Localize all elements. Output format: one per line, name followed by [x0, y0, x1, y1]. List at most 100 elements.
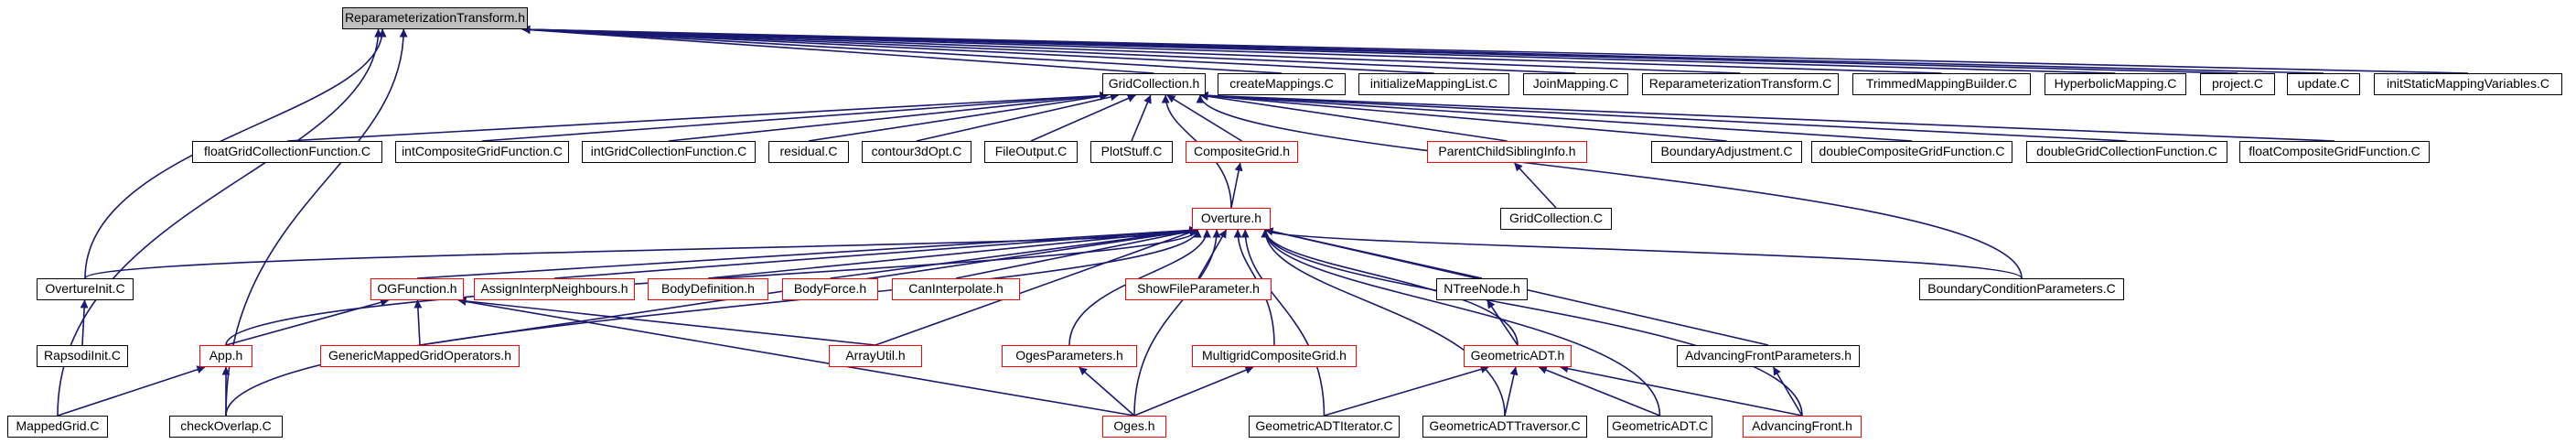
edge-caninterpolate-to-overture-h [955, 227, 1198, 279]
edge-createmappings-to-root [521, 26, 1283, 74]
dependency-edges [57, 25, 2469, 417]
edge-arrayutil-to-ogfunction [457, 297, 876, 346]
node-floatgridcollectionfunction[interactable]: floatGridCollectionFunction.C [192, 141, 382, 163]
node-gridcollection-c[interactable]: GridCollection.C [1500, 208, 1612, 230]
node-intgridcollectionfunction[interactable]: intGridCollectionFunction.C [582, 141, 756, 163]
edge-overture-h-to-compositegrid-h [1230, 162, 1243, 209]
edge-geometricadt-c-to-geometricadt-h [1538, 366, 1660, 417]
edge-arrayutil-to-overture-h [875, 228, 1198, 346]
node-geometricadtiterator[interactable]: GeometricADTIterator.C [1249, 416, 1400, 438]
edge-ogfunction-to-overture-h [416, 226, 1198, 279]
node-ogesparameters[interactable]: OgesParameters.h [1002, 345, 1137, 367]
node-arrayutil[interactable]: ArrayUtil.h [829, 345, 922, 367]
node-rapsodiinit[interactable]: RapsodiInit.C [37, 345, 128, 367]
node-advancingfrontparameters[interactable]: AdvancingFrontParameters.h [1677, 345, 1860, 367]
edge-geometricadt-h-to-ntreenode [1487, 299, 1519, 346]
node-bodyforce[interactable]: BodyForce.h [782, 278, 878, 300]
node-contour3dopt[interactable]: contour3dOpt.C [862, 141, 971, 163]
edge-gridcollection-h-to-root [521, 26, 1154, 74]
edge-bodydefinition-to-overture-h [707, 226, 1198, 279]
edge-geometricadttraversor-to-geometricadt-h [1504, 366, 1519, 417]
edge-overtureinit-to-root [84, 28, 387, 279]
node-floatcompositegridfunction[interactable]: floatCompositeGridFunction.C [2239, 141, 2430, 163]
edge-reparamtransform-c-to-root [521, 25, 1741, 74]
node-oges-h[interactable]: Oges.h [1102, 416, 1166, 438]
node-hyperbolicmapping[interactable]: HyperbolicMapping.C [2045, 73, 2186, 95]
edge-plotstuff-to-gridcollection-h [1131, 94, 1152, 142]
edge-checkoverlap-to-root [225, 28, 408, 417]
node-overture-h[interactable]: Overture.h [1192, 208, 1271, 230]
edge-floatcompositegridfunction-to-gridcollection-h [1199, 91, 2335, 142]
edge-mappedgrid-c-to-root [57, 28, 383, 417]
node-assigninterpneighbours[interactable]: AssignInterpNeighbours.h [474, 278, 635, 300]
node-project[interactable]: project.C [2200, 73, 2275, 95]
edge-app-h-to-ogfunction [225, 298, 390, 346]
edge-intcompositegridfunction-to-gridcollection-h [481, 92, 1109, 142]
edge-advancingfront-h-to-geometricadt-h [1560, 364, 1803, 417]
edge-boundaryconditionparameters-to-overture-h [1261, 229, 2023, 279]
edge-geometricadt-c-to-overture-h [1261, 229, 1661, 417]
edge-oges-h-to-ogesparameters [1079, 366, 1135, 417]
edge-rapsodiinit-to-overtureinit [80, 299, 89, 346]
node-initstaticmappingvariables[interactable]: initStaticMappingVariables.C [2374, 73, 2562, 95]
node-plotstuff[interactable]: PlotStuff.C [1090, 141, 1173, 163]
node-mappedgrid-c[interactable]: MappedGrid.C [7, 416, 108, 438]
node-joinmapping[interactable]: JoinMapping.C [1523, 73, 1628, 95]
node-ntreenode[interactable]: NTreeNode.h [1436, 278, 1528, 300]
edge-boundaryconditionparameters-to-gridcollection-h [1196, 94, 2023, 279]
node-boundaryadjustment[interactable]: BoundaryAdjustment.C [1651, 141, 1802, 163]
edge-advancingfront-h-to-advancingfrontparameters [1772, 366, 1803, 417]
node-gridcollection-h[interactable]: GridCollection.h [1102, 73, 1206, 95]
edge-oges-h-to-multigridcompositegrid [1133, 366, 1254, 417]
edge-advancingfront-h-to-overture-h [1261, 229, 1803, 417]
edge-fileoutput-to-gridcollection-h [1030, 94, 1136, 142]
edge-geometricadtiterator-to-overture-h [1240, 229, 1326, 417]
node-geometricadt-c[interactable]: GeometricADT.C [1607, 416, 1712, 438]
edge-intgridcollectionfunction-to-gridcollection-h [668, 92, 1109, 142]
edge-boundaryadjustment-to-gridcollection-h [1199, 92, 1727, 142]
node-compositegrid-h[interactable]: CompositeGrid.h [1186, 141, 1298, 163]
node-checkoverlap[interactable]: checkOverlap.C [169, 416, 283, 438]
node-genericmappedgridoperators[interactable]: GenericMappedGridOperators.h [320, 345, 520, 367]
edge-doublecompositegridfunction-to-gridcollection-h [1199, 92, 1913, 142]
node-doublegridcollectionfunction[interactable]: doubleGridCollectionFunction.C [2026, 141, 2227, 163]
node-bodydefinition[interactable]: BodyDefinition.h [648, 278, 768, 300]
node-doublecompositegridfunction[interactable]: doubleCompositeGridFunction.C [1811, 141, 2012, 163]
node-parentchildsiblinginfo[interactable]: ParentChildSiblingInfo.h [1427, 141, 1587, 163]
edge-geometricadtiterator-to-geometricadt-h [1324, 365, 1489, 417]
edge-mappedgrid-c-to-app-h [57, 365, 206, 417]
edge-geometricadt-h-to-overture-h [1261, 229, 1519, 346]
node-boundaryconditionparameters[interactable]: BoundaryConditionParameters.C [1919, 278, 2124, 300]
node-advancingfront-h[interactable]: AdvancingFront.h [1743, 416, 1862, 438]
node-reparamtransform-c[interactable]: ReparameterizationTransform.C [1642, 73, 1839, 95]
node-multigridcompositegrid[interactable]: MultigridCompositeGrid.h [1192, 345, 1357, 367]
node-geometricadt-h[interactable]: GeometricADT.h [1464, 345, 1572, 367]
edge-residual-to-gridcollection-h [808, 92, 1109, 142]
edge-geometricadttraversor-to-overture-h [1261, 229, 1506, 417]
edge-assigninterpneighbours-to-overture-h [553, 226, 1198, 279]
node-residual[interactable]: residual.C [768, 141, 849, 163]
edge-parentchildsiblinginfo-to-gridcollection-h [1199, 92, 1508, 142]
node-createmappings[interactable]: createMappings.C [1218, 73, 1346, 95]
edge-bodyforce-to-overture-h [830, 226, 1198, 279]
node-app-h[interactable]: App.h [199, 345, 252, 367]
node-root[interactable]: ReparameterizationTransform.h [342, 7, 528, 29]
node-fileoutput[interactable]: FileOutput.C [984, 141, 1078, 163]
edge-checkoverlap-to-overture-h [225, 229, 1202, 417]
edge-compositegrid-h-to-gridcollection-h [1166, 94, 1242, 142]
edge-oges-h-to-overture-h [1133, 229, 1221, 417]
node-trimmedmappingbuilder[interactable]: TrimmedMappingBuilder.C [1852, 73, 2031, 95]
node-caninterpolate[interactable]: CanInterpolate.h [892, 278, 1020, 300]
node-showfileparameter[interactable]: ShowFileParameter.h [1125, 278, 1272, 300]
node-intcompositegridfunction[interactable]: intCompositeGridFunction.C [395, 141, 569, 163]
node-overtureinit[interactable]: OvertureInit.C [37, 278, 134, 300]
edge-genericmappedgridoperators-to-ogfunction [413, 299, 423, 346]
node-update[interactable]: update.C [2287, 73, 2360, 95]
edge-joinmapping-to-root [521, 25, 1576, 74]
edge-doublegridcollectionfunction-to-gridcollection-h [1199, 91, 2128, 142]
edge-gridcollection-c-to-parentchildsiblinginfo [1513, 162, 1557, 209]
node-ogfunction[interactable]: OGFunction.h [370, 278, 464, 300]
node-geometricadttraversor[interactable]: GeometricADTTraversor.C [1422, 416, 1587, 438]
node-initializemappinglist[interactable]: initializeMappingList.C [1358, 73, 1509, 95]
